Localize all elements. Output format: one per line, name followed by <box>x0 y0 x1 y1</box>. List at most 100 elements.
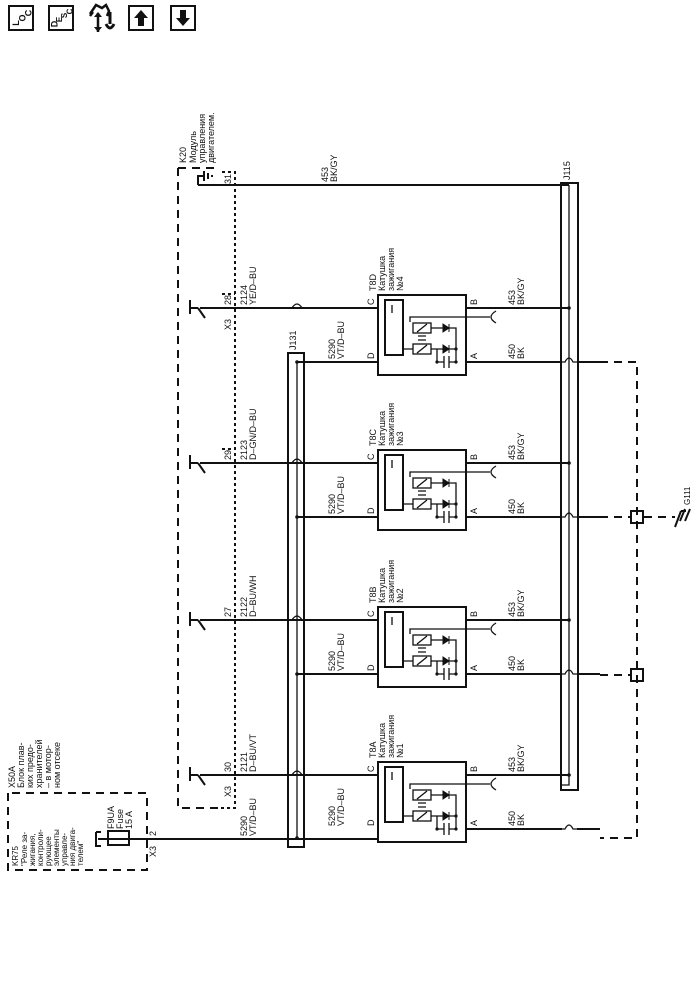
x50a-fuse-block: X50A Блок плав- ких предо- хранителей – … <box>7 739 160 871</box>
k20-ecm-module: K20 Модуль управления двигателем. <box>177 112 236 809</box>
g111-ground-harness: G111 <box>600 361 692 839</box>
kr75-name-5: элементы <box>52 829 61 866</box>
ecm-color-label: YE/D–BU <box>248 266 258 305</box>
coil-pin-d: D <box>366 664 376 671</box>
feed-circuit: 5290 <box>239 816 249 836</box>
coil-pin-d: D <box>366 819 376 826</box>
k20-name-1: Модуль <box>188 131 198 163</box>
kr75-name-7: ния двига- <box>68 827 77 866</box>
fuse-id: F9UA <box>106 806 116 829</box>
ecm-pin-label: 27 <box>223 607 233 617</box>
coil-pin-a: A <box>469 820 479 826</box>
ecm-color-label: D–BU/WH <box>248 575 258 617</box>
coil-a-color: BK <box>516 347 526 359</box>
coil-a-color: BK <box>516 659 526 671</box>
coil-b-circuit: 453 <box>507 445 517 460</box>
coil-name-3: №1 <box>395 743 405 758</box>
kr75-name-2: жигания, <box>28 834 37 866</box>
kr75-name-3: контроли- <box>36 829 45 866</box>
coil-b-circuit: 453 <box>507 602 517 617</box>
coil-pin-a: A <box>469 353 479 359</box>
power-ground-nav-button[interactable] <box>86 2 120 34</box>
feed-color: VT/D–BU <box>248 798 258 836</box>
splice-square-2 <box>630 668 644 682</box>
j131-splice: J131 <box>287 330 305 848</box>
relay-contact-icon <box>95 831 103 847</box>
x50a-name-5: ном отсеке <box>52 742 62 788</box>
desc-button[interactable]: D E S C <box>48 5 74 31</box>
coil-a-circuit: 450 <box>507 811 517 826</box>
coil-a-color: BK <box>516 814 526 826</box>
fuse-type: Fuse <box>115 809 125 829</box>
ecm-internal-ground: 31 <box>197 171 233 185</box>
coil-name-3: №2 <box>395 588 405 603</box>
page-down-button[interactable] <box>170 5 196 31</box>
feed-color-label: VT/D–BU <box>336 321 346 359</box>
coil-id: T8C <box>368 428 378 446</box>
coil-b-color: BK/GY <box>516 744 526 772</box>
x50a-name-4: – в мотор- <box>43 745 53 788</box>
coil-pin-b: B <box>469 766 479 772</box>
feed-circuit-label: 5290 <box>327 806 337 826</box>
wire-453-color: BK/GY <box>329 154 339 182</box>
coil-name-1: Катушка <box>377 723 387 758</box>
coil-pin-d: D <box>366 507 376 514</box>
kr75-name-4: рующее <box>44 836 53 866</box>
coil-a-color: BK <box>516 502 526 514</box>
coil-name-1: Катушка <box>377 256 387 291</box>
g111-label: G111 <box>683 486 692 505</box>
kr75-name-1: "Реле за- <box>20 832 29 866</box>
kr75-id: KR75 <box>11 845 20 866</box>
coil-a-circuit: 450 <box>507 499 517 514</box>
k20-name-3: двигателем. <box>206 112 216 163</box>
feed-color-label: VT/D–BU <box>336 633 346 671</box>
g111-ground-icon <box>674 508 691 528</box>
ecm-color-label: D–BU/VT <box>248 733 258 772</box>
splice-square-1 <box>630 510 644 524</box>
coil-b-circuit: 453 <box>507 757 517 772</box>
j115-splice: J115 <box>560 161 579 791</box>
loc-button[interactable]: L O C <box>8 5 34 31</box>
x3-connector-label: X3 <box>223 319 233 330</box>
coil-pin-a: A <box>469 508 479 514</box>
ecm-circuit-label: 2122 <box>239 597 249 617</box>
coil-pin-c: C <box>366 610 376 617</box>
coil-name-1: Катушка <box>377 411 387 446</box>
feed-circuit-label: 5290 <box>327 494 337 514</box>
coil-b-color: BK/GY <box>516 589 526 617</box>
coil-pin-b: B <box>469 611 479 617</box>
coil-name-2: зажигания <box>386 248 396 291</box>
ecm-circuit-label: 2121 <box>239 752 249 772</box>
coil-a-circuit: 450 <box>507 344 517 359</box>
ecm-circuit-label: 2124 <box>239 285 249 305</box>
j131-label: J131 <box>288 330 298 350</box>
x3-pin-2: 2 <box>148 831 158 836</box>
fuse-rating: 15 A <box>124 811 134 829</box>
kr75-name-8: телем" <box>76 841 85 866</box>
coil-name-1: Катушка <box>377 568 387 603</box>
ecm-color-label: D–GN/D–BU <box>248 408 258 460</box>
feed-color-label: VT/D–BU <box>336 788 346 826</box>
ecm-pin-label: 28 <box>223 295 233 305</box>
ecm-pin-label: 30 <box>223 762 233 772</box>
coil-pin-a: A <box>469 665 479 671</box>
x50a-id: X50A <box>7 766 17 788</box>
coil-id: T8A <box>368 741 378 758</box>
kr75-name-6: управле- <box>60 833 69 866</box>
ecm-circuit-label: 2123 <box>239 440 249 460</box>
power-ground-icon <box>88 3 116 32</box>
page-up-button[interactable] <box>128 5 154 31</box>
arrow-down-icon <box>176 10 190 26</box>
wire-453-circuit: 453 <box>320 167 330 182</box>
ecm-pin-label: 29 <box>223 450 233 460</box>
coil-b-circuit: 453 <box>507 290 517 305</box>
